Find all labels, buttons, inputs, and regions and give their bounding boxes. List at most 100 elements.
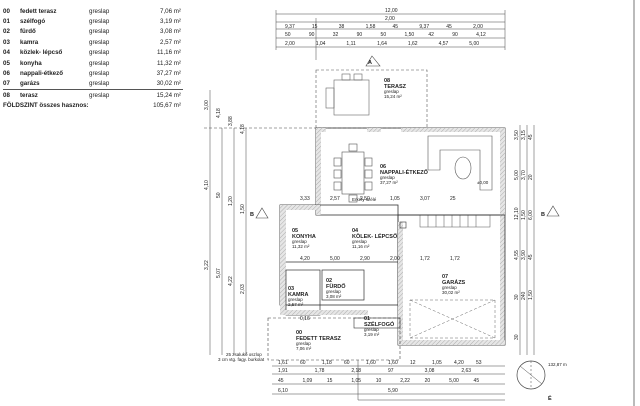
schedule-no: 07	[3, 80, 10, 88]
dimension-label: 3,15	[521, 130, 527, 140]
dimension-label: 97	[388, 368, 394, 374]
section-b-left	[255, 207, 269, 219]
schedule-material: greslap	[89, 70, 110, 78]
dimension-label: 3,33	[300, 196, 310, 202]
wall	[316, 128, 321, 215]
schedule-name: konyha	[20, 59, 42, 67]
dimension-label: 50	[285, 32, 291, 38]
wall	[398, 222, 403, 345]
north-label: É	[548, 394, 552, 402]
dimension-label: 25	[450, 196, 456, 202]
schedule-material: greslap	[89, 28, 110, 36]
wall	[367, 128, 381, 132]
elevation-label: 132,87 m	[548, 362, 567, 367]
room-number: 03	[288, 286, 294, 292]
dimension-label: 2,00	[285, 41, 295, 47]
dimension-label: 2,22	[400, 378, 410, 384]
room-number: 07	[442, 274, 448, 280]
dimension-label: 2,18	[351, 368, 361, 374]
dimension-label: 1,50	[404, 32, 414, 38]
schedule-name: fürdő	[20, 28, 36, 36]
dimension-label: 3,70	[521, 170, 527, 180]
schedule-name: fedett terasz	[20, 7, 57, 15]
dimension-label: 1,91	[278, 368, 288, 374]
dimension-label: 90	[309, 32, 315, 38]
dimension-label: 4,12	[476, 32, 486, 38]
room-material: greslap	[364, 327, 379, 332]
room-area: 30,02 m²	[442, 290, 460, 295]
sofa	[427, 135, 493, 191]
dimension-label: 1,50	[528, 290, 534, 300]
terasz-outline	[315, 69, 428, 129]
dimension-label: 0,16	[300, 316, 310, 322]
dimension-label: 4,18	[216, 108, 222, 118]
schedule-total: FÖLDSZINT összes hasznos:105,67 m²	[3, 101, 183, 111]
room-area: 3,08 m²	[326, 294, 342, 299]
room-material: greslap	[442, 285, 457, 290]
dimension-label: 42	[428, 32, 434, 38]
schedule-no: 06	[3, 70, 10, 78]
dimension-label: 90	[357, 32, 363, 38]
room-name: GARÁZS	[442, 279, 466, 286]
room-area: 15,24 m²	[384, 94, 402, 99]
section-b-right	[546, 205, 560, 217]
dimension-label: 1,64	[377, 41, 387, 47]
room-name: KÖLEK- LÉPCSŐ	[352, 232, 398, 240]
dimension-label: 9,37	[419, 24, 429, 30]
room-name: KONYHA	[292, 234, 316, 240]
wall	[280, 205, 286, 315]
room-area: 37,27 m²	[380, 180, 398, 185]
car-outline	[409, 299, 496, 339]
dimension-lines-right	[519, 125, 535, 355]
dimension-label: 4,20	[454, 360, 464, 366]
dimension-label: 2,03	[240, 284, 246, 294]
total-label: FÖLDSZINT összes hasznos:	[3, 102, 89, 110]
dimension-label: 10	[376, 378, 382, 384]
wall	[280, 310, 368, 315]
schedule-no: 00	[3, 7, 10, 15]
dimension-label: 1,62	[408, 41, 418, 47]
dimension-label: 30	[514, 334, 520, 340]
schedule-area: 37,27 m²	[156, 70, 181, 78]
room-number: 00	[296, 330, 302, 336]
section-a-label: A	[368, 60, 372, 66]
dimension-label: 50	[381, 32, 387, 38]
room-material: greslap	[352, 239, 367, 244]
dimension-label: 15	[327, 378, 333, 384]
dimension-label: 2,00	[385, 16, 395, 22]
schedule-no: 02	[3, 28, 10, 36]
schedule-name: kamra	[20, 38, 39, 46]
room-area: 11,16 m²	[352, 244, 370, 249]
dimension-lines-top	[275, 10, 506, 60]
dimension-label: 4,57	[439, 41, 449, 47]
room-number: 06	[380, 164, 386, 170]
room-material: greslap	[384, 89, 399, 94]
schedule-area: 11,16 m²	[157, 49, 181, 57]
wall	[280, 205, 320, 210]
dimension-label: 5,07	[216, 268, 222, 278]
sill-note: Erkély szélé	[352, 197, 377, 202]
dimension-label: 6,10	[278, 388, 288, 394]
dimension-label: 53	[476, 360, 482, 366]
dimension-label: 3,08	[425, 368, 435, 374]
dimension-label: 1,60	[388, 360, 398, 366]
dimension-label: 5,00	[330, 256, 340, 262]
dimension-label: 60	[344, 360, 350, 366]
dimension-label: 1,20	[228, 196, 234, 206]
wall	[398, 340, 505, 345]
dimension-label: 2,90	[360, 256, 370, 262]
dimension-label: 12,10	[514, 207, 520, 220]
dimension-label: 38	[339, 24, 345, 30]
schedule-no: 05	[3, 59, 10, 67]
dimension-label: 6,00	[528, 210, 534, 220]
schedule-no: 03	[3, 38, 10, 46]
dimension-label: 30	[514, 294, 520, 300]
dimension-label: 9,37	[285, 24, 295, 30]
dimension-label: 45	[446, 24, 452, 30]
dimension-label: 1,18	[322, 360, 332, 366]
schedule-material: greslap	[89, 91, 110, 99]
staircase	[419, 214, 491, 228]
